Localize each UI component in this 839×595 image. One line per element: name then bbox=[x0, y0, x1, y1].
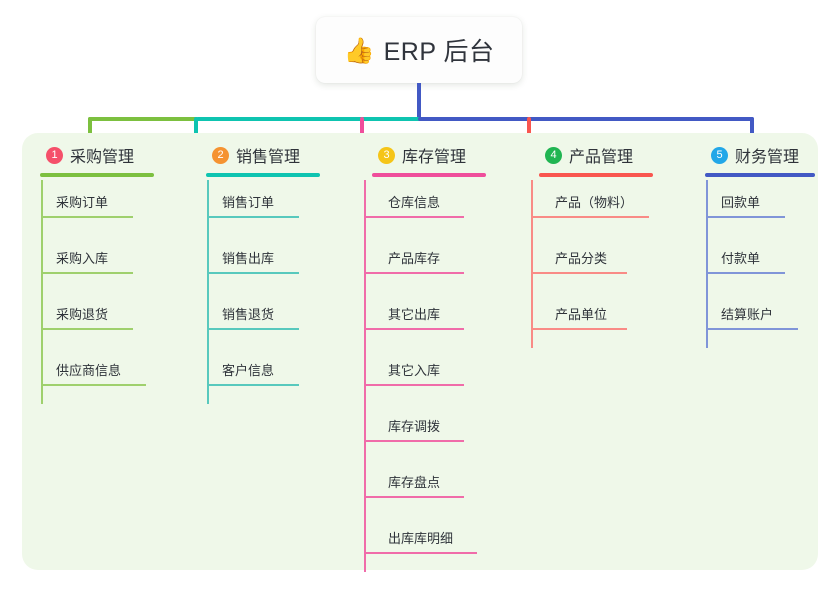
column-sales: 2 销售管理 销售订单 销售出库 销售退货 bbox=[198, 140, 358, 425]
column-badge-4: 4 bbox=[545, 146, 562, 164]
column-product: 4 产品管理 产品（物料） 产品分类 产品单位 bbox=[531, 140, 696, 380]
item-underline bbox=[364, 384, 464, 386]
column-inventory: 3 库存管理 仓库信息 产品库存 其它出库 bbox=[364, 140, 529, 595]
item-label: 库存盘点 bbox=[388, 475, 441, 490]
item-label: 回款单 bbox=[721, 195, 761, 210]
item-underline bbox=[207, 272, 299, 274]
column-underline-purchasing bbox=[40, 173, 154, 177]
column-spine-finance bbox=[706, 180, 708, 348]
item-underline bbox=[41, 328, 133, 330]
item-label: 产品分类 bbox=[555, 251, 608, 266]
column-underline-finance bbox=[705, 173, 815, 177]
item-underline bbox=[207, 384, 299, 386]
item-underline bbox=[41, 272, 133, 274]
item-underline bbox=[364, 496, 464, 498]
item-label: 销售退货 bbox=[222, 307, 275, 322]
column-title-purchasing: 采购管理 bbox=[70, 149, 135, 166]
connector-segment-teal bbox=[196, 117, 422, 121]
column-title-product: 产品管理 bbox=[569, 149, 634, 166]
item-label: 供应商信息 bbox=[56, 363, 122, 378]
drop-connector-col-2 bbox=[194, 117, 198, 147]
item-label: 销售订单 bbox=[222, 195, 275, 210]
root-node-label: ERP 后台 bbox=[383, 38, 495, 66]
item-underline bbox=[364, 552, 477, 554]
item-label: 采购入库 bbox=[56, 251, 109, 266]
item-label: 其它入库 bbox=[388, 363, 441, 378]
drop-connector-col-3 bbox=[360, 117, 364, 147]
item-underline bbox=[364, 272, 464, 274]
item-label: 库存调拨 bbox=[388, 419, 441, 434]
column-spine-purchasing bbox=[41, 180, 43, 404]
root-node-content: 👍 ERP 后台 bbox=[343, 32, 494, 68]
item-list-sales: 销售订单 销售出库 销售退货 客户信息 bbox=[198, 180, 358, 425]
column-underline-product bbox=[539, 173, 653, 177]
item-label: 付款单 bbox=[721, 251, 761, 266]
item-underline bbox=[364, 216, 464, 218]
item-label: 采购退货 bbox=[56, 307, 109, 322]
item-underline bbox=[41, 384, 146, 386]
column-spine-product bbox=[531, 180, 533, 348]
column-header-purchasing[interactable]: 1 采购管理 bbox=[32, 140, 192, 180]
drop-connector-col-4 bbox=[527, 117, 531, 147]
column-title-inventory: 库存管理 bbox=[402, 149, 467, 166]
column-badge-3: 3 bbox=[378, 146, 395, 164]
column-header-finance[interactable]: 5 财务管理 bbox=[697, 140, 839, 180]
column-finance: 5 财务管理 回款单 付款单 结算账户 bbox=[697, 140, 839, 380]
thumbs-up-emoji: 👍 bbox=[343, 35, 375, 65]
item-underline bbox=[706, 328, 798, 330]
column-purchasing: 1 采购管理 采购订单 采购入库 采购退货 bbox=[32, 140, 192, 425]
root-node-card[interactable]: 👍 ERP 后台 bbox=[316, 17, 522, 83]
item-underline bbox=[41, 216, 133, 218]
item-label: 产品库存 bbox=[388, 251, 441, 266]
item-underline bbox=[531, 328, 627, 330]
column-badge-2: 2 bbox=[212, 146, 229, 164]
item-list-inventory: 仓库信息 产品库存 其它出库 其它入库 库存调拨 bbox=[364, 180, 529, 595]
item-underline bbox=[531, 216, 649, 218]
item-label: 产品（物料） bbox=[555, 195, 634, 210]
column-title-finance: 财务管理 bbox=[735, 149, 800, 166]
column-spine-sales bbox=[207, 180, 209, 404]
column-underline-sales bbox=[206, 173, 320, 177]
column-header-inventory[interactable]: 3 库存管理 bbox=[364, 140, 529, 180]
item-underline bbox=[364, 440, 464, 442]
root-stem-connector bbox=[417, 83, 421, 119]
drop-connector-col-1 bbox=[88, 117, 92, 147]
item-list-finance: 回款单 付款单 结算账户 bbox=[697, 180, 839, 380]
connector-segment-green bbox=[88, 117, 198, 121]
column-underline-inventory bbox=[372, 173, 486, 177]
item-label: 出库库明细 bbox=[388, 531, 454, 546]
item-label: 仓库信息 bbox=[388, 195, 441, 210]
item-label: 采购订单 bbox=[56, 195, 109, 210]
item-label: 结算账户 bbox=[721, 307, 774, 322]
item-label: 销售出库 bbox=[222, 251, 275, 266]
column-header-sales[interactable]: 2 销售管理 bbox=[198, 140, 358, 180]
item-underline bbox=[207, 328, 299, 330]
column-badge-1: 1 bbox=[46, 146, 63, 164]
item-label: 客户信息 bbox=[222, 363, 275, 378]
column-spine-inventory bbox=[364, 180, 366, 572]
connector-segment-blue bbox=[418, 117, 754, 121]
item-underline bbox=[364, 328, 464, 330]
item-underline bbox=[706, 272, 785, 274]
column-header-product[interactable]: 4 产品管理 bbox=[531, 140, 696, 180]
item-underline bbox=[531, 272, 627, 274]
drop-connector-col-5 bbox=[750, 117, 754, 147]
item-label: 产品单位 bbox=[555, 307, 608, 322]
item-underline bbox=[706, 216, 785, 218]
item-list-product: 产品（物料） 产品分类 产品单位 bbox=[531, 180, 696, 380]
item-underline bbox=[207, 216, 299, 218]
column-title-sales: 销售管理 bbox=[236, 149, 301, 166]
item-label: 其它出库 bbox=[388, 307, 441, 322]
column-badge-5: 5 bbox=[711, 146, 728, 164]
item-list-purchasing: 采购订单 采购入库 采购退货 供应商信息 bbox=[32, 180, 192, 425]
